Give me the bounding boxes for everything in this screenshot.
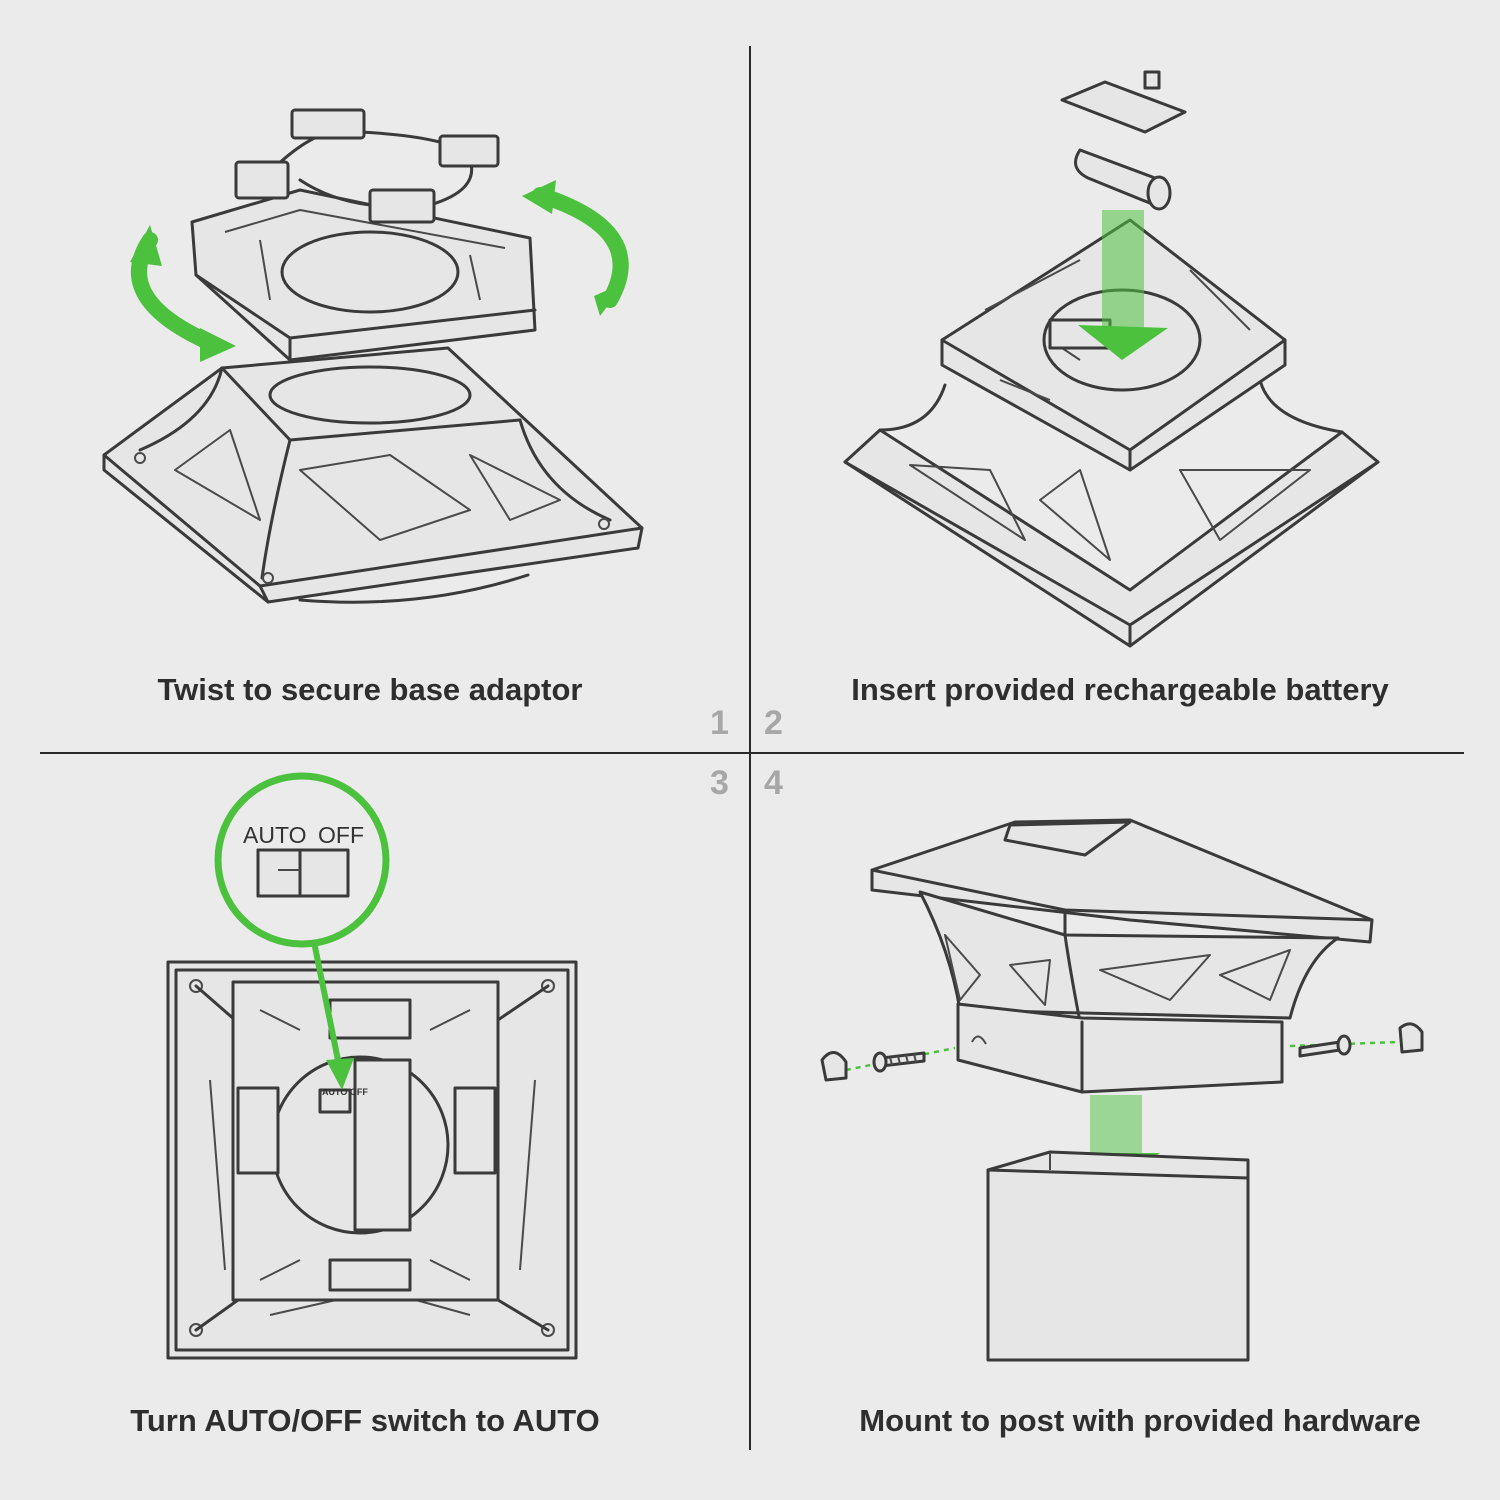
- vertical-divider: [749, 46, 751, 1450]
- horizontal-divider: [40, 752, 1464, 754]
- battery-icon: [1074, 148, 1172, 211]
- step-2-caption: Insert provided rechargeable battery: [851, 672, 1389, 707]
- screw-icon: [872, 1051, 926, 1073]
- twist-arrows-icon: [130, 180, 629, 362]
- switch-label-auto: AUTO: [243, 822, 307, 848]
- step-number-3: 3: [710, 764, 729, 802]
- step-4-caption: Mount to post with provided hardware: [859, 1403, 1421, 1438]
- battery-insert-illustration: [843, 70, 1380, 648]
- base-adaptor-illustration: [102, 108, 644, 604]
- switch-label-off: OFF: [318, 822, 364, 848]
- switch-label-small: AUTO OFF: [322, 1087, 368, 1097]
- step-number-2: 2: [764, 704, 783, 742]
- step-3-caption: Turn AUTO/OFF switch to AUTO: [130, 1403, 600, 1438]
- step-number-4: 4: [764, 764, 783, 802]
- switch-callout-icon: [214, 772, 390, 1090]
- switch-illustration: [166, 772, 578, 1360]
- step-number-1: 1: [710, 704, 729, 742]
- mount-illustration: [820, 818, 1424, 1362]
- step-1-caption: Twist to secure base adaptor: [157, 672, 583, 707]
